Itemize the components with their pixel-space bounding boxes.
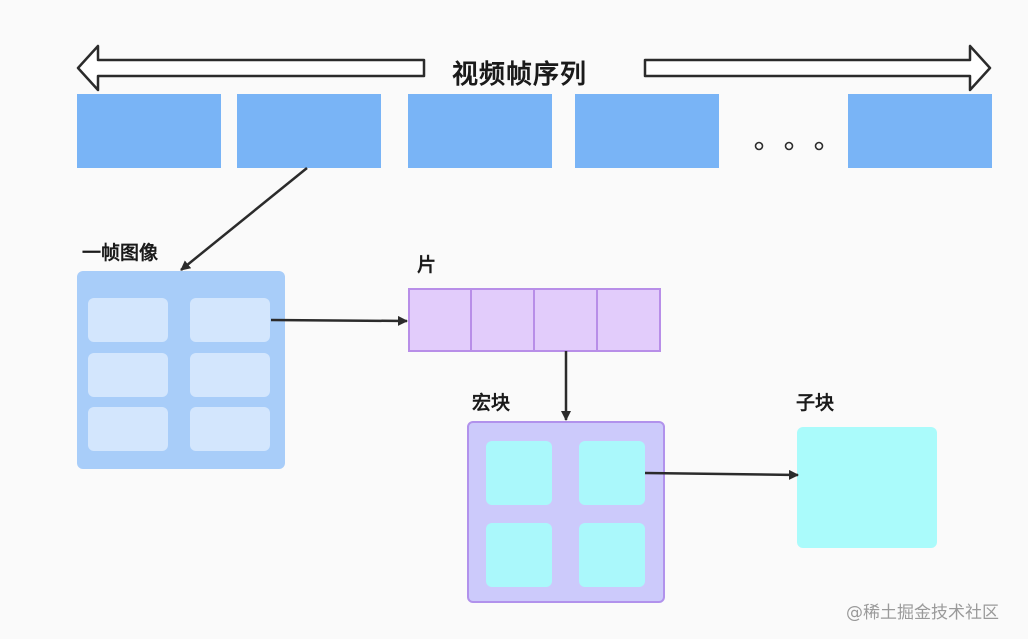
slice-cell bbox=[470, 288, 535, 352]
frame-label: 一帧图像 bbox=[82, 242, 159, 264]
frame-cell bbox=[88, 407, 168, 451]
frame-cell bbox=[190, 407, 270, 451]
sequence-arrow-left bbox=[76, 44, 426, 92]
arrow-sequence-to-frame bbox=[180, 167, 308, 271]
frame-cell bbox=[190, 298, 270, 342]
sequence-frame-2 bbox=[237, 94, 381, 168]
subblock-label: 子块 bbox=[796, 392, 835, 414]
frame-cell bbox=[88, 353, 168, 397]
sequence-frame-5 bbox=[848, 94, 992, 168]
sequence-title: 视频帧序列 bbox=[452, 60, 588, 90]
subblock bbox=[797, 427, 937, 548]
ellipsis-dot bbox=[754, 141, 764, 151]
slice-cell bbox=[533, 288, 598, 352]
sequence-frame-1 bbox=[77, 94, 221, 168]
arrow-frame-to-slice bbox=[270, 315, 408, 326]
sequence-frame-3 bbox=[408, 94, 552, 168]
slice-cell bbox=[408, 288, 472, 352]
macroblock-cell bbox=[579, 523, 645, 587]
ellipsis-dot bbox=[784, 141, 794, 151]
watermark: @稀土掘金技术社区 bbox=[846, 603, 999, 623]
sequence-arrow-right bbox=[643, 44, 992, 92]
ellipsis-dot bbox=[814, 141, 824, 151]
sequence-frame-4 bbox=[575, 94, 719, 168]
slice-cell bbox=[596, 288, 661, 352]
slice-label: 片 bbox=[417, 254, 437, 276]
macroblock-cell bbox=[486, 523, 552, 587]
frame-cell bbox=[88, 298, 168, 342]
arrow-macroblock-to-subblock bbox=[644, 469, 799, 480]
macroblock-label: 宏块 bbox=[472, 392, 511, 414]
macroblock-cell bbox=[486, 441, 552, 505]
macroblock-cell bbox=[579, 441, 645, 505]
frame-cell bbox=[190, 353, 270, 397]
